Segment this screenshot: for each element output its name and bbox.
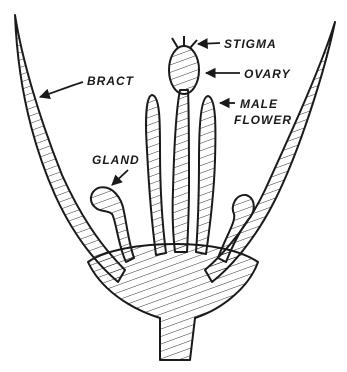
bract-arrow (40, 82, 83, 97)
male-flower-label-line2: FLOWER (234, 113, 292, 127)
male-flower-right (196, 96, 215, 254)
left-bract (15, 15, 125, 282)
female-flower-stalk (173, 90, 189, 252)
ovary-label: OVARY (244, 67, 291, 81)
cyathium-cup (88, 244, 258, 360)
gland-label: GLAND (92, 153, 140, 167)
stigma-arrow (198, 43, 220, 44)
male-flower-label-line1: MALE (240, 97, 278, 111)
ovary (169, 46, 199, 94)
gland-arrow (112, 170, 128, 185)
stigma-label: STIGMA (224, 37, 277, 51)
male-flower-left (146, 95, 166, 255)
bract-label: BRACT (87, 74, 135, 88)
